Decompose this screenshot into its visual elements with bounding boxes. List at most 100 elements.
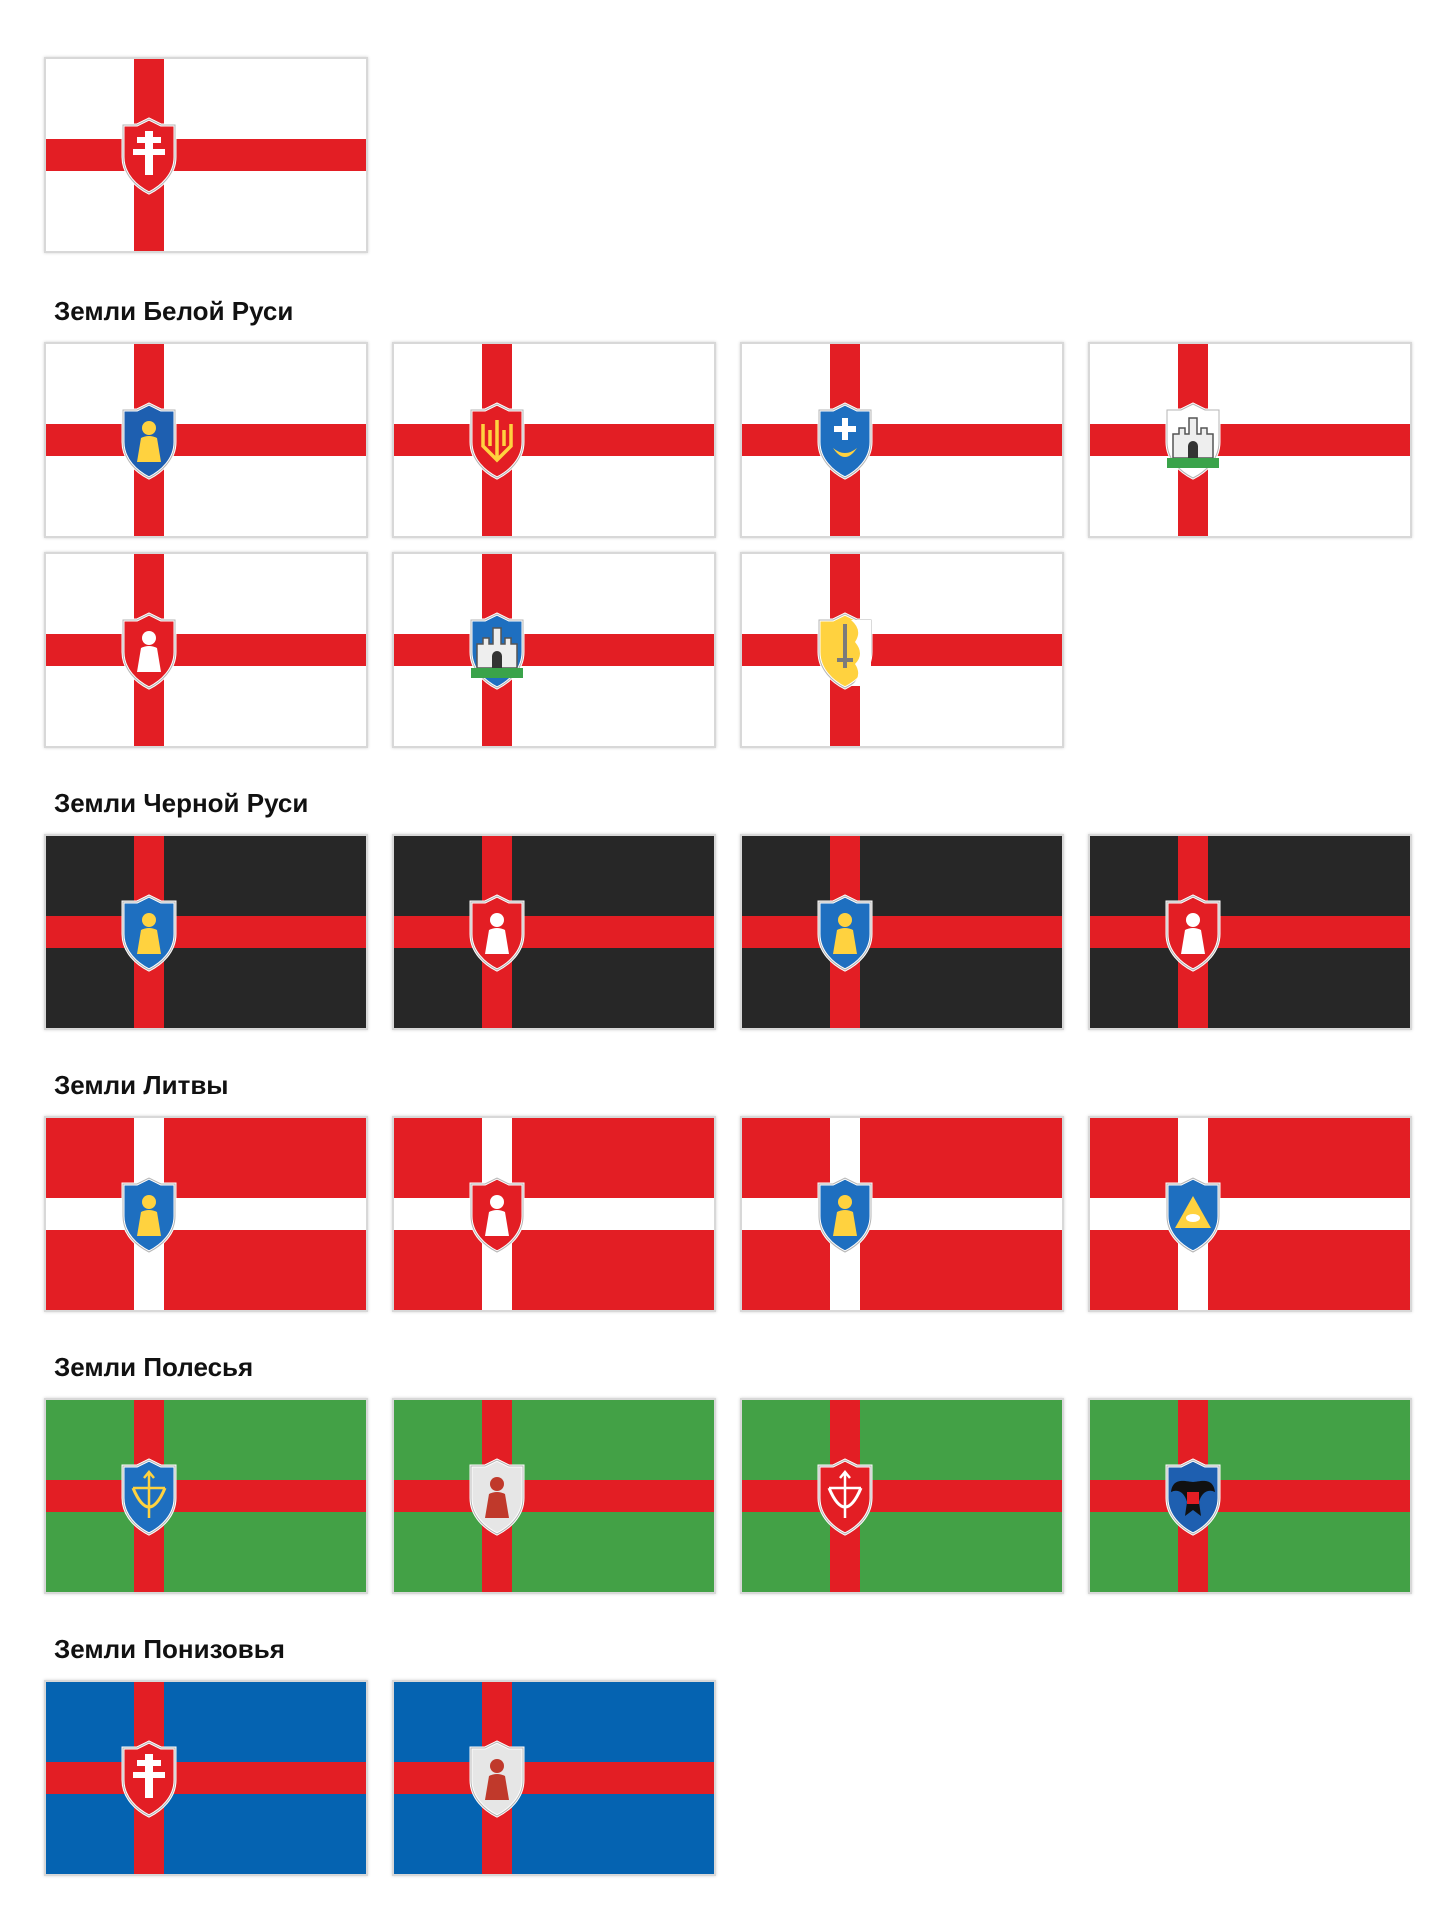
flag-litva-3 (740, 1116, 1064, 1312)
flag-image (394, 1118, 714, 1310)
cross-horizontal (46, 1480, 366, 1512)
trident-icon (481, 420, 513, 463)
flag-litva-4 (1088, 1116, 1412, 1312)
flag-chernaya-rus-2 (392, 834, 716, 1030)
double-cross-icon (133, 131, 165, 175)
cross-horizontal (742, 1480, 1062, 1512)
cross-horizontal (742, 916, 1062, 948)
flag-polesye-1 (44, 1398, 368, 1594)
flag-image (394, 344, 714, 536)
saint-head-icon (137, 421, 161, 462)
cross-horizontal (394, 1762, 714, 1794)
section-title-litva: Земли Литвы (54, 1070, 229, 1100)
bow-arrow-icon (131, 1470, 167, 1518)
flag-image (742, 836, 1062, 1028)
cross-horizontal (46, 916, 366, 948)
flag-image (1090, 1400, 1410, 1592)
coat-of-arms (1165, 894, 1221, 972)
cross-horizontal (394, 634, 714, 666)
flag-chernaya-rus-3 (740, 834, 1064, 1030)
cross-horizontal (46, 1762, 366, 1794)
flag-image (46, 1682, 366, 1874)
coat-of-arms (817, 1176, 873, 1254)
flag-image (742, 1118, 1062, 1310)
flag-image (1090, 344, 1410, 536)
flag-polesye-3 (740, 1398, 1064, 1594)
section-title-belaya-rus: Земли Белой Руси (54, 296, 294, 326)
coat-of-arms (469, 402, 525, 480)
cross-horizontal (1090, 424, 1410, 456)
cross-horizontal (46, 634, 366, 666)
flag-litva-1 (44, 1116, 368, 1312)
cross-horizontal (1090, 1480, 1410, 1512)
all-seeing-eye-icon (1175, 1196, 1211, 1228)
coat-of-arms (817, 612, 873, 690)
flag-image (1090, 1118, 1410, 1310)
flag-image (46, 1118, 366, 1310)
flag-belaya-rus-4 (1088, 342, 1412, 538)
flag-image (46, 59, 366, 251)
coat-of-arms (121, 117, 177, 195)
coat-of-arms (469, 1740, 525, 1818)
coat-of-arms (469, 1176, 525, 1254)
coat-of-arms (121, 1176, 177, 1254)
flag-ponizovye-1 (44, 1680, 368, 1876)
cross-horizontal (394, 1198, 714, 1230)
flag-chernaya-rus-4 (1088, 834, 1412, 1030)
flag-image (46, 836, 366, 1028)
cross-horizontal (46, 139, 366, 171)
archangel-icon (485, 913, 509, 954)
cross-horizontal (742, 424, 1062, 456)
flag-image (394, 836, 714, 1028)
flag-image (46, 554, 366, 746)
eagle-icon (1171, 1480, 1215, 1516)
flag-belaya-rus-6 (392, 552, 716, 748)
flag-polesye-4 (1088, 1398, 1412, 1594)
coat-of-arms (469, 1458, 525, 1536)
flag-belaya-rus-2 (392, 342, 716, 538)
section-title-ponizovye: Земли Понизовья (54, 1634, 285, 1664)
coat-of-arms (817, 1458, 873, 1536)
cross-horizontal (742, 634, 1062, 666)
coat-of-arms (817, 894, 873, 972)
flag-belaya-rus-3 (740, 342, 1064, 538)
flag-image (394, 1400, 714, 1592)
coat-of-arms (121, 402, 177, 480)
horseman-icon (1181, 913, 1205, 954)
lion-keys-icon (485, 1195, 509, 1236)
flag-image (46, 344, 366, 536)
coat-of-arms (469, 612, 525, 690)
flag-belaya-rus-7 (740, 552, 1064, 748)
flag-image (394, 554, 714, 746)
flag-litva-2 (392, 1116, 716, 1312)
flag-image (394, 1682, 714, 1874)
coat-of-arms (121, 612, 177, 690)
cross-horizontal (394, 424, 714, 456)
coat-of-arms (121, 1740, 177, 1818)
cross-crescent-icon (833, 418, 857, 457)
cross-horizontal (1090, 1198, 1410, 1230)
cross-horizontal (1090, 916, 1410, 948)
maltese-cross-icon (133, 1754, 165, 1798)
flag-image (742, 554, 1062, 746)
coat-of-arms (469, 894, 525, 972)
coat-of-arms (817, 402, 873, 480)
deer-icon (137, 1195, 161, 1236)
bow-arrow-icon (827, 1470, 863, 1518)
coat-of-arms (1165, 1176, 1221, 1254)
flag-ponizovye-2 (392, 1680, 716, 1876)
lion-icon (137, 913, 161, 954)
cross-horizontal (394, 1480, 714, 1512)
flag-image (742, 344, 1062, 536)
coat-of-arms (1165, 402, 1221, 480)
cross-horizontal (46, 424, 366, 456)
section-title-chernaya-rus: Земли Черной Руси (54, 788, 309, 818)
madonna-icon (833, 913, 857, 954)
castle-saint-icon (1167, 417, 1219, 468)
section-title-polesye: Земли Полесья (54, 1352, 254, 1382)
lion-spear-icon (137, 631, 161, 672)
cross-horizontal (394, 916, 714, 948)
cross-horizontal (46, 1198, 366, 1230)
centaur-icon (833, 1195, 857, 1236)
sword-icon (837, 620, 871, 686)
